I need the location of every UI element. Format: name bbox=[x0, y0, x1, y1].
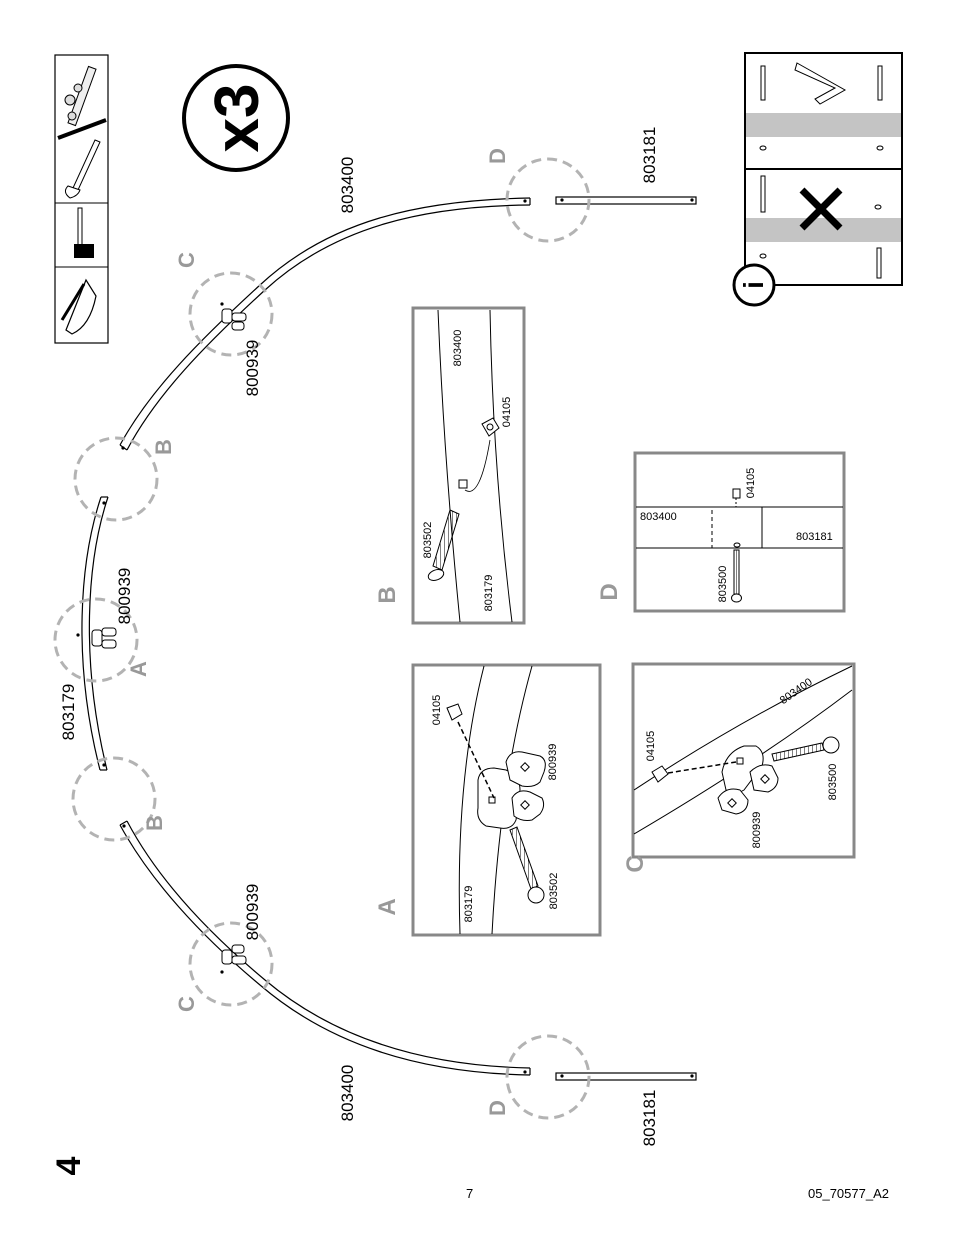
quantity-badge: x3 bbox=[182, 64, 290, 172]
callout-circle-b-bottom bbox=[71, 756, 157, 842]
svg-text:D: D bbox=[485, 1100, 510, 1116]
part-label: 803179 bbox=[59, 684, 78, 741]
bolt-icon bbox=[876, 247, 882, 279]
check-mark-icon bbox=[794, 62, 847, 105]
part-label: 803500 bbox=[827, 764, 839, 801]
document-code: 05_70577_A2 bbox=[808, 1186, 889, 1201]
part-label: 803400 bbox=[640, 511, 677, 523]
bolt-icon bbox=[760, 65, 766, 101]
main-arch bbox=[53, 157, 697, 1120]
hex-nut-icon bbox=[732, 488, 741, 499]
svg-text:B: B bbox=[151, 439, 176, 455]
part-label: 803179 bbox=[483, 575, 495, 612]
callout-circle-b-top bbox=[73, 436, 159, 522]
bolt-icon bbox=[760, 175, 766, 213]
part-label: 04105 bbox=[745, 468, 757, 499]
adjustable-wrench-icon bbox=[64, 139, 101, 199]
callout-circle-a bbox=[53, 597, 139, 683]
part-label: 803181 bbox=[640, 127, 659, 184]
part-label: 04105 bbox=[645, 731, 657, 762]
part-label: 800939 bbox=[115, 568, 134, 625]
page-number: 7 bbox=[466, 1186, 474, 1201]
clip-icon bbox=[91, 627, 117, 649]
part-label: 803400 bbox=[338, 157, 357, 214]
clip-icon bbox=[221, 944, 247, 965]
svg-text:D: D bbox=[485, 148, 510, 164]
detail-d: 803400 803181 04105 803500 D bbox=[596, 451, 846, 613]
cross-mark-icon bbox=[799, 187, 843, 231]
bolt-icon bbox=[771, 742, 825, 762]
clip-icon bbox=[221, 308, 247, 331]
nut-icon bbox=[651, 765, 669, 783]
wrench-set-icon bbox=[64, 65, 97, 127]
part-label: 04105 bbox=[501, 397, 513, 428]
part-label: 803179 bbox=[463, 886, 475, 923]
hex-nut-icon bbox=[458, 479, 468, 489]
svg-text:C: C bbox=[174, 996, 199, 1012]
main-labels: 803400 803181 800939 800939 803179 80093… bbox=[59, 127, 659, 1147]
detail-c: 803400 04105 803500 800939 C bbox=[622, 662, 856, 873]
step-number: 4 bbox=[50, 1156, 88, 1175]
bolt-icon bbox=[509, 826, 539, 890]
detail-letter: B bbox=[374, 586, 401, 603]
callout-circle-d-bottom bbox=[505, 1034, 591, 1120]
bolt-icon bbox=[733, 549, 740, 595]
mallet-icon bbox=[74, 207, 94, 258]
part-label: 803502 bbox=[548, 873, 560, 910]
part-label: 803500 bbox=[717, 566, 729, 603]
hand-guard-icon bbox=[60, 278, 97, 335]
callout-circle-c-top bbox=[188, 271, 274, 357]
part-label: 800939 bbox=[243, 340, 262, 397]
clip-body bbox=[477, 767, 521, 829]
quantity-text: x3 bbox=[203, 84, 272, 153]
detail-letter: C bbox=[622, 855, 649, 872]
svg-text:A: A bbox=[126, 661, 151, 677]
part-label: 803181 bbox=[796, 531, 833, 543]
part-label: 803502 bbox=[422, 522, 434, 559]
tools-strip bbox=[54, 54, 109, 344]
info-icon: i bbox=[732, 263, 776, 307]
svg-text:B: B bbox=[142, 815, 167, 831]
part-label: 800939 bbox=[547, 744, 559, 781]
bolt-icon bbox=[877, 65, 883, 101]
callout-circle-d-top bbox=[505, 157, 591, 243]
part-label: 803181 bbox=[640, 1090, 659, 1147]
callout-circle-c-bottom bbox=[188, 921, 274, 1007]
detail-a: 04105 800939 803179 803502 A bbox=[374, 663, 602, 937]
part-label: 803400 bbox=[452, 330, 464, 367]
detail-letter: D bbox=[596, 583, 623, 600]
part-label: 803400 bbox=[338, 1065, 357, 1122]
callout-letters: D C B A B C D bbox=[126, 148, 510, 1116]
detail-letter: A bbox=[374, 898, 401, 915]
info-panel: i bbox=[732, 52, 903, 307]
part-label: 04105 bbox=[431, 695, 443, 726]
divider-slash bbox=[57, 118, 107, 140]
svg-text:C: C bbox=[174, 252, 199, 268]
part-label: 800939 bbox=[243, 884, 262, 941]
part-label: 800939 bbox=[751, 812, 763, 849]
detail-b: 803400 04105 803502 803179 B bbox=[374, 306, 526, 625]
nut-icon bbox=[446, 703, 463, 721]
svg-text:i: i bbox=[738, 281, 769, 289]
